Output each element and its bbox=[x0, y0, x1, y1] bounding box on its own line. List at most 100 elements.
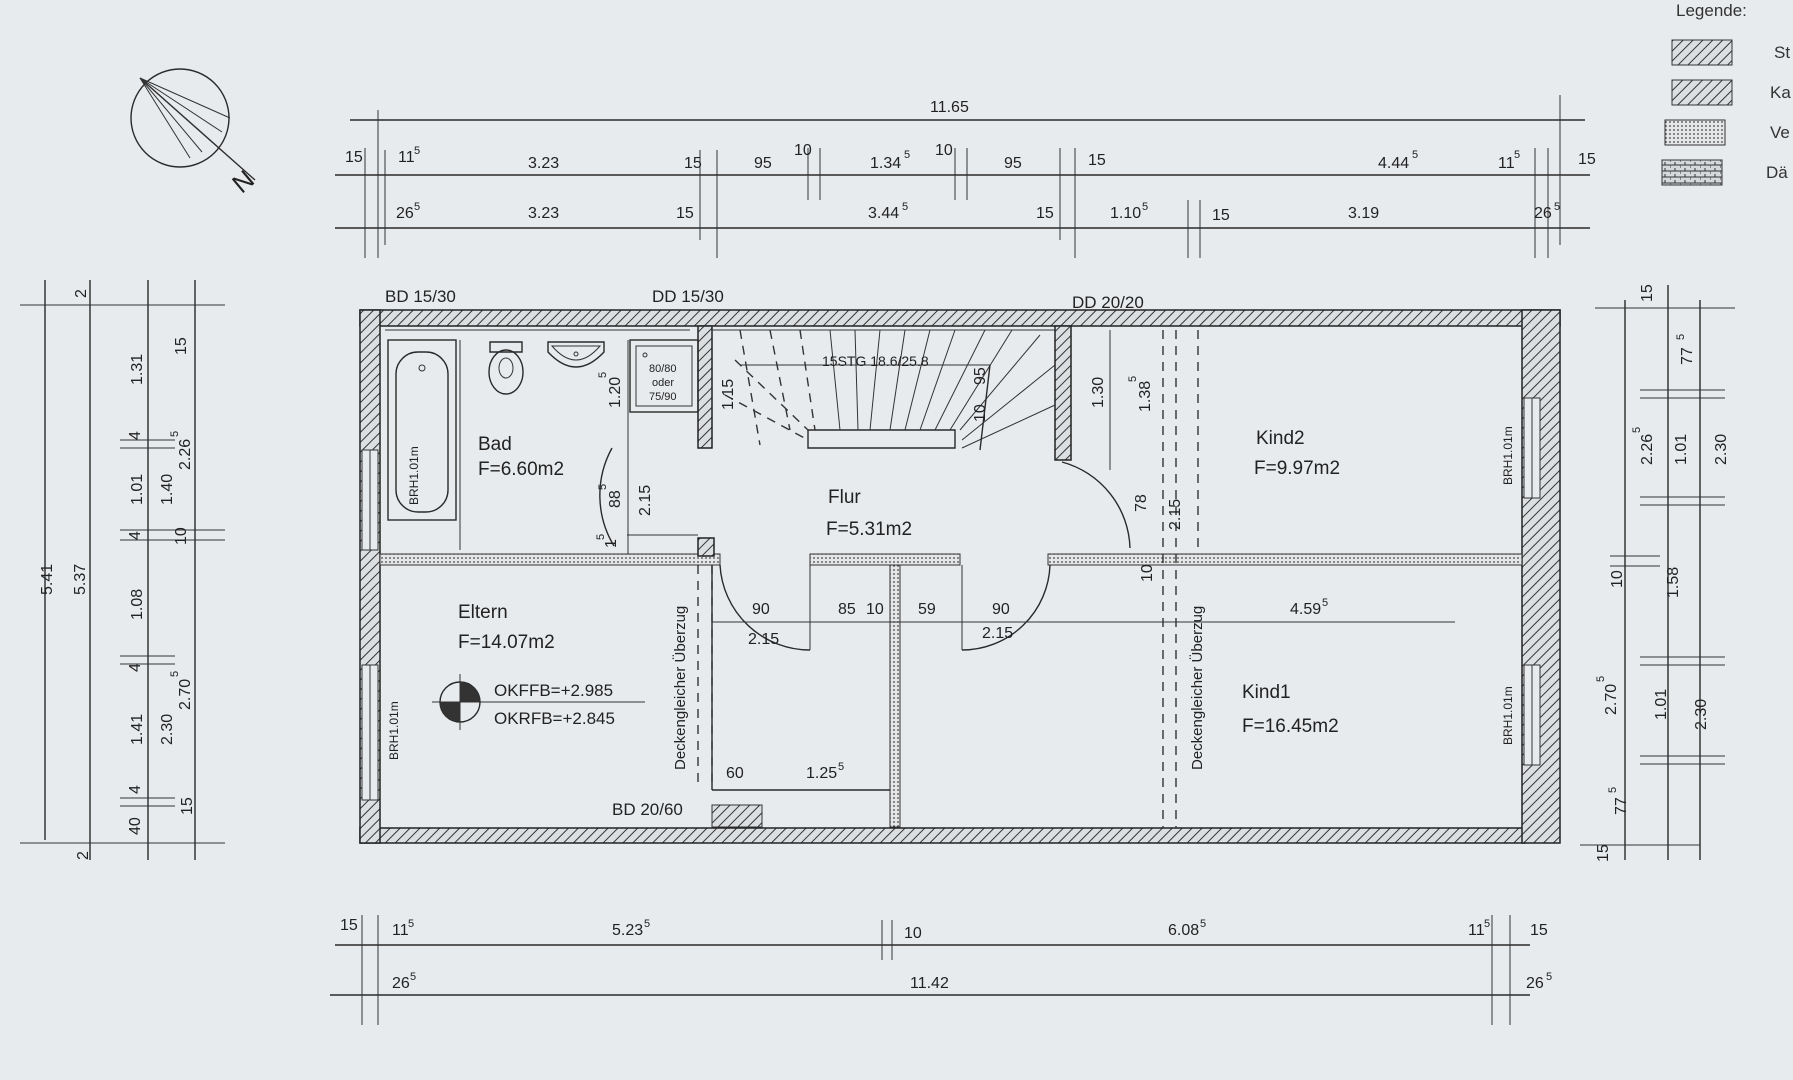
svg-text:5.23: 5.23 bbox=[612, 922, 643, 939]
svg-text:2.26: 2.26 bbox=[177, 439, 194, 470]
staircase: 15STG 18.6/25.8 bbox=[712, 329, 1056, 451]
svg-text:77: 77 bbox=[1613, 797, 1630, 815]
svg-text:15: 15 bbox=[340, 917, 358, 934]
svg-text:1: 1 bbox=[603, 539, 620, 548]
room-area: F=14.07m2 bbox=[458, 632, 555, 653]
room-area: F=5.31m2 bbox=[826, 519, 912, 540]
right-dimensions: 15 77 5 1.01 1.58 1.01 77 5 2.26 5 10 2.… bbox=[1580, 284, 1735, 862]
svg-text:26: 26 bbox=[396, 205, 414, 222]
svg-text:5: 5 bbox=[902, 201, 908, 213]
left-dimensions: 5.41 5.37 2 1.31 4 1.01 4 1.08 4 1.41 4 … bbox=[20, 280, 225, 860]
svg-text:5: 5 bbox=[597, 372, 609, 378]
svg-text:15: 15 bbox=[173, 337, 190, 355]
svg-text:2.15: 2.15 bbox=[637, 485, 654, 516]
svg-text:15: 15 bbox=[1578, 151, 1596, 168]
svg-text:4: 4 bbox=[127, 431, 144, 440]
svg-text:15: 15 bbox=[676, 205, 694, 222]
svg-text:26: 26 bbox=[1526, 975, 1544, 992]
svg-text:5: 5 bbox=[904, 149, 910, 161]
brh-kind1: BRH1.01m bbox=[1501, 686, 1515, 745]
svg-text:5: 5 bbox=[1607, 787, 1619, 793]
svg-text:11: 11 bbox=[1498, 155, 1515, 172]
svg-text:26: 26 bbox=[1534, 205, 1552, 222]
brh-bath: BRH1.01m bbox=[407, 446, 421, 505]
legend-swatch-2 bbox=[1671, 79, 1733, 106]
svg-text:95: 95 bbox=[972, 367, 989, 385]
room-name: Eltern bbox=[458, 602, 508, 623]
svg-text:oder: oder bbox=[652, 377, 674, 389]
svg-text:15: 15 bbox=[1595, 844, 1612, 862]
svg-text:6.08: 6.08 bbox=[1168, 922, 1199, 939]
svg-text:10: 10 bbox=[794, 142, 812, 159]
room-kind2: Kind2 F=9.97m2 bbox=[1254, 428, 1340, 479]
svg-text:1.41: 1.41 bbox=[129, 714, 146, 745]
svg-text:10: 10 bbox=[904, 925, 922, 942]
ceiling-note-right: Deckengleicher Überzug bbox=[1188, 606, 1206, 770]
svg-text:5: 5 bbox=[1514, 149, 1520, 161]
dim-left-total2: 5.37 bbox=[72, 564, 89, 595]
svg-text:2: 2 bbox=[75, 851, 92, 860]
svg-text:2.70: 2.70 bbox=[177, 679, 194, 710]
legend-swatch-3 bbox=[1664, 119, 1726, 146]
svg-text:5: 5 bbox=[597, 484, 609, 490]
svg-text:10: 10 bbox=[1609, 570, 1626, 588]
svg-text:59: 59 bbox=[918, 601, 936, 618]
svg-text:2.70: 2.70 bbox=[1603, 684, 1620, 715]
room-eltern: Eltern F=14.07m2 bbox=[458, 602, 555, 653]
toilet-icon bbox=[488, 341, 524, 395]
svg-text:80/80: 80/80 bbox=[649, 363, 677, 375]
sink-icon bbox=[547, 341, 605, 368]
svg-text:11: 11 bbox=[398, 149, 415, 166]
svg-text:4.59: 4.59 bbox=[1290, 601, 1321, 618]
svg-text:5: 5 bbox=[1142, 201, 1148, 213]
ceiling-note-left: Deckengleicher Überzug bbox=[671, 606, 689, 770]
svg-text:2.30: 2.30 bbox=[159, 714, 176, 745]
shower-tray: 80/80 oder 75/90 bbox=[629, 339, 699, 413]
svg-text:4.44: 4.44 bbox=[1378, 155, 1409, 172]
legend-entry-3: Ve bbox=[1770, 123, 1790, 142]
svg-text:5: 5 bbox=[644, 918, 650, 930]
svg-text:15: 15 bbox=[684, 155, 702, 172]
svg-text:15: 15 bbox=[345, 149, 363, 166]
svg-text:10: 10 bbox=[972, 404, 989, 422]
svg-text:3.44: 3.44 bbox=[868, 205, 899, 222]
svg-text:4: 4 bbox=[127, 663, 144, 672]
room-name: Kind1 bbox=[1242, 682, 1291, 703]
svg-text:2: 2 bbox=[73, 289, 90, 298]
svg-text:5: 5 bbox=[595, 534, 607, 540]
svg-text:5: 5 bbox=[169, 431, 181, 437]
brh-eltern: BRH1.01m bbox=[387, 701, 401, 760]
svg-text:15: 15 bbox=[1530, 922, 1548, 939]
svg-text:90: 90 bbox=[992, 601, 1010, 618]
svg-text:11.42: 11.42 bbox=[910, 975, 949, 992]
room-name: Kind2 bbox=[1256, 428, 1305, 449]
svg-text:2.15: 2.15 bbox=[748, 631, 779, 648]
bathtub-icon bbox=[387, 339, 457, 521]
svg-text:1.30: 1.30 bbox=[1090, 377, 1107, 408]
svg-text:5: 5 bbox=[410, 971, 416, 983]
room-flur: Flur F=5.31m2 bbox=[826, 487, 912, 540]
svg-text:3.23: 3.23 bbox=[528, 155, 559, 172]
interior-dimensions: 1.20 5 88 5 2.15 1 5 1.15 95 10 1.30 1.3… bbox=[595, 330, 1328, 782]
room-area: F=16.45m2 bbox=[1242, 716, 1339, 737]
svg-text:2.15: 2.15 bbox=[1167, 499, 1184, 530]
legend-swatch-4 bbox=[1661, 159, 1723, 186]
svg-text:1.01: 1.01 bbox=[1653, 689, 1670, 720]
level-marker-icon bbox=[432, 674, 645, 730]
svg-text:5: 5 bbox=[1484, 918, 1490, 930]
svg-text:3.19: 3.19 bbox=[1348, 205, 1379, 222]
svg-text:2.15: 2.15 bbox=[982, 625, 1013, 642]
svg-text:5: 5 bbox=[1546, 971, 1552, 983]
room-area: F=9.97m2 bbox=[1254, 458, 1340, 479]
room-name: Flur bbox=[828, 487, 861, 508]
brh-kind2: BRH1.01m bbox=[1501, 426, 1515, 485]
level-okffb: OKFFB=+2.985 bbox=[494, 681, 613, 700]
beam-label-bd-top: BD 15/30 bbox=[385, 287, 456, 306]
svg-text:1.34: 1.34 bbox=[870, 155, 901, 172]
ceiling-beam-lines bbox=[697, 330, 1199, 828]
svg-text:10: 10 bbox=[173, 527, 190, 545]
svg-text:5: 5 bbox=[1631, 427, 1643, 433]
